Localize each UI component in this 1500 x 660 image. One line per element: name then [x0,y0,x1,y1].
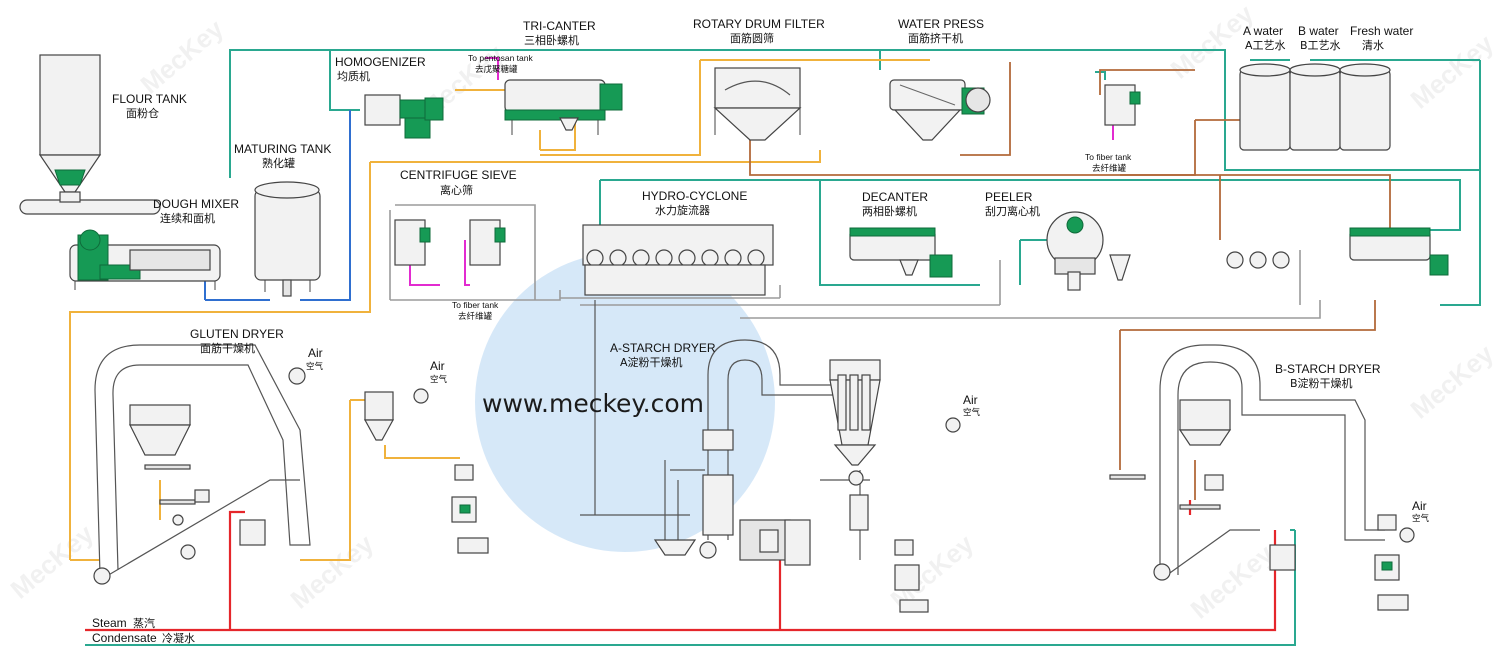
homogenizer-label-cn: 均质机 [337,69,370,83]
air-label-cn: 空气 [306,361,324,372]
to-fiber-tank-label-2-cn: 去纤维罐 [458,311,493,322]
watermark-text: MecKey [5,518,100,604]
b-decanter [1349,227,1449,276]
rotary-drum-filter-label-cn: 面筋圆筛 [730,31,774,45]
flour-tank [19,54,161,215]
website-highlight-circle [475,252,775,552]
water-tanks [1239,63,1391,151]
peeler [1046,211,1131,291]
website-url[interactable]: www.meckey.com [482,389,704,418]
a-starch-dryer-label-cn: A淀粉干燥机 [620,355,683,369]
air-label: Air [308,346,323,360]
decanter-label: DECANTER [862,190,928,204]
air-labels: Air 空气 Air 空气 Air 空气 Air 空气 [306,346,1430,524]
air-label-cn: 空气 [430,374,448,385]
hydro-cyclone-bank [582,224,774,296]
maturing-tank-label-cn: 熟化罐 [262,156,295,170]
gluten-dryer-label: GLUTEN DRYER [190,327,284,341]
flour-tank-label: FLOUR TANK [112,92,187,106]
watermark-text: MecKey [135,13,230,99]
to-pentosan-label: To pentosan tank [468,53,533,63]
rotary-drum-filter [713,67,802,141]
sieve-unit-top [1104,84,1141,126]
water-press [889,79,991,141]
steam-label-cn: 蒸汽 [133,616,155,630]
water-press-label: WATER PRESS [898,17,984,31]
watermark-text: MecKey [1405,338,1500,424]
water-press-label-cn: 面筋挤干机 [908,31,963,45]
to-fiber-tank-label-1: To fiber tank [1085,152,1132,162]
fresh-water-label: Fresh water [1350,24,1413,38]
dough-mixer-label: DOUGH MIXER [153,197,239,211]
b-water-label-cn: B工艺水 [1300,39,1341,52]
a-starch-dryer-label: A-STARCH DRYER [610,341,716,355]
b-starch-dryer-label: B-STARCH DRYER [1275,362,1381,376]
tri-canter [504,79,623,135]
air-label-cn: 空气 [963,407,981,418]
watermark-text: MecKey [285,528,380,614]
fresh-water-label-cn: 清水 [1362,39,1384,52]
hydro-cyclone-label-cn: 水力旋流器 [655,203,710,217]
air-label: Air [963,393,978,407]
peeler-label-cn: 刮刀离心机 [985,204,1040,218]
watermark-text: MecKey [1185,538,1280,624]
watermark-text: MecKey [1405,28,1500,114]
centrifuge-sieve-label-cn: 离心筛 [440,183,473,197]
condensate-label: Condensate [92,631,157,645]
rotary-drum-filter-label: ROTARY DRUM FILTER [693,17,825,31]
air-label: Air [430,359,445,373]
centrifuge-sieves [394,219,506,266]
to-pentosan-label-cn: 去戊聚糖罐 [475,64,518,75]
a-water-label-cn: A工艺水 [1245,39,1286,52]
centrifuge-sieve-label: CENTRIFUGE SIEVE [400,168,517,182]
maturing-tank [254,181,321,297]
utility-labels: Steam 蒸汽 Condensate 冷凝水 [92,616,195,645]
b-hydro-cyclones [1226,251,1290,269]
homogenizer [364,94,444,139]
dough-mixer-label-cn: 连续和面机 [160,211,215,225]
pipe-network [69,49,1481,646]
tri-canter-label-cn: 三相卧螺机 [524,33,579,47]
a-starch-dryer [653,339,961,613]
tri-canter-label: TRI-CANTER [523,19,596,33]
gluten-dryer-label-cn: 面筋干燥机 [200,341,255,355]
condensate-label-cn: 冷凝水 [162,631,195,645]
b-water-label: B water [1298,24,1339,38]
decanter [849,227,953,278]
air-label-cn: 空气 [1412,513,1430,524]
steam-label: Steam [92,616,127,630]
peeler-label: PEELER [985,190,1033,204]
hydro-cyclone-label: HYDRO-CYCLONE [642,189,747,203]
homogenizer-label: HOMOGENIZER [335,55,426,69]
flour-tank-label-cn: 面粉仓 [126,106,159,120]
maturing-tank-label: MATURING TANK [234,142,331,156]
decanter-label-cn: 两相卧螺机 [862,204,917,218]
b-starch-dryer-label-cn: B淀粉干燥机 [1290,376,1353,390]
air-label: Air [1412,499,1427,513]
dough-mixer [69,229,221,290]
equipment-labels: FLOUR TANK 面粉仓 DOUGH MIXER 连续和面机 MATURIN… [112,17,1413,390]
a-water-label: A water [1243,24,1283,38]
to-fiber-tank-label-2: To fiber tank [452,300,499,310]
b-starch-dryer [1109,344,1415,611]
to-fiber-tank-label-1-cn: 去纤维罐 [1092,163,1127,174]
gluten-dryer [93,344,489,585]
